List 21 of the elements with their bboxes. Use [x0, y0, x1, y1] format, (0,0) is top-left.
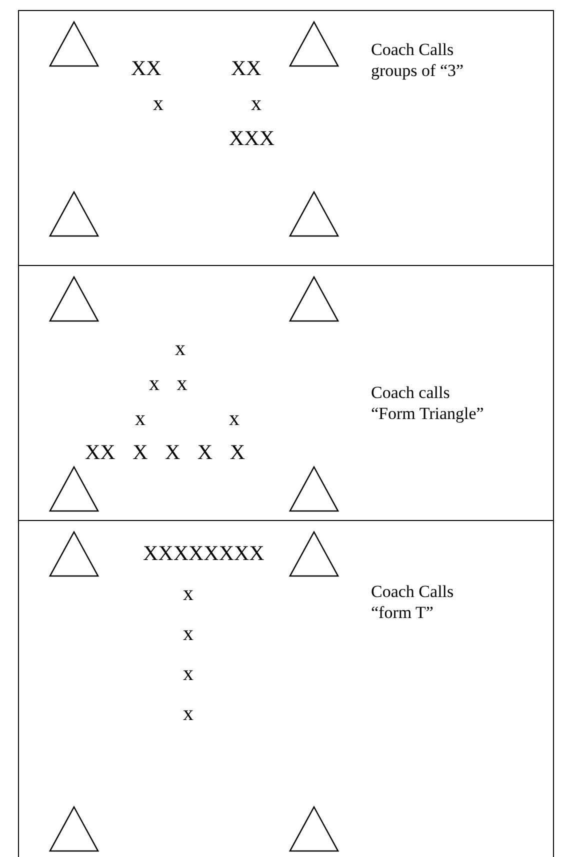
player-marks: x x: [149, 371, 188, 395]
player-marks: XX: [231, 56, 262, 80]
drill-panel: [18, 10, 554, 266]
player-marks: XX X X X X: [85, 440, 245, 464]
player-marks: x: [153, 91, 164, 115]
player-marks: x: [229, 406, 240, 430]
drill-panel: [18, 520, 554, 857]
drill-panel: [18, 265, 554, 521]
player-marks: x: [183, 581, 194, 605]
player-marks: x: [251, 91, 262, 115]
player-marks: x: [135, 406, 146, 430]
coach-instruction: Coach Calls “form T”: [371, 581, 455, 623]
player-marks: XX: [131, 56, 162, 80]
player-marks: x: [183, 701, 194, 725]
coach-instruction: Coach calls “Form Triangle”: [371, 382, 485, 424]
player-marks: x: [183, 621, 194, 645]
player-marks: x: [175, 336, 186, 360]
player-marks: x: [183, 661, 194, 685]
player-marks: XXX: [229, 126, 274, 150]
coach-instruction: Coach Calls groups of “3”: [371, 39, 465, 81]
player-marks: XXXXXXXX: [143, 541, 264, 565]
